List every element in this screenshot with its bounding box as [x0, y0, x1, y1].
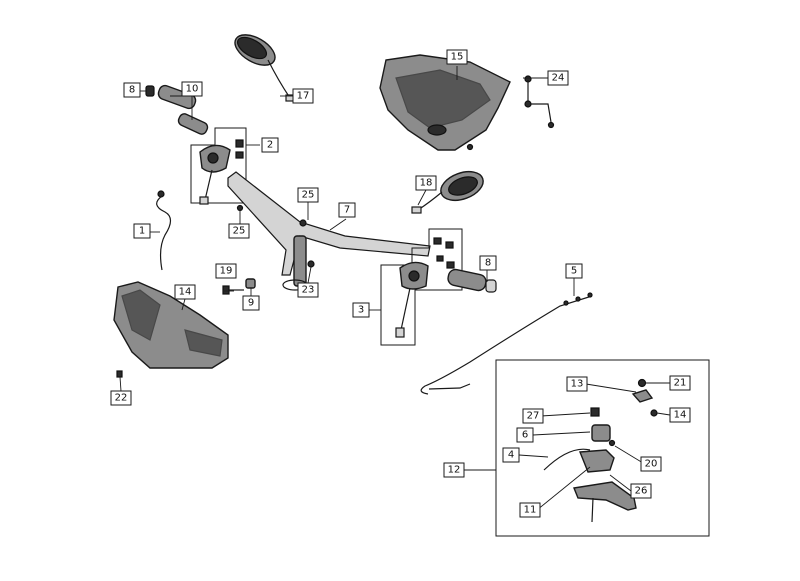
- brake-cable: [420, 292, 593, 395]
- callout-12: 12: [443, 462, 465, 478]
- callout-5: 5: [565, 263, 583, 279]
- callout-13: 13: [566, 376, 588, 392]
- svg-text:22: 22: [115, 393, 128, 404]
- mirror-right: [411, 170, 484, 214]
- svg-text:26: 26: [635, 486, 648, 497]
- callout-21: 21: [669, 375, 691, 391]
- callout-26: 26: [630, 483, 652, 499]
- callout-18: 18: [415, 175, 437, 191]
- svg-text:3: 3: [358, 305, 364, 316]
- svg-text:11: 11: [524, 505, 537, 516]
- svg-text:20: 20: [645, 459, 658, 470]
- callout-22: 22: [110, 390, 132, 406]
- callout-11: 11: [519, 502, 541, 518]
- svg-text:25: 25: [233, 226, 246, 237]
- svg-text:10: 10: [186, 84, 199, 95]
- screw-25: [236, 204, 307, 227]
- callout-9: 9: [242, 295, 260, 311]
- svg-text:4: 4: [508, 450, 514, 461]
- switch-assembly-right: [380, 228, 463, 346]
- upper-handlebar-cover: [379, 54, 511, 151]
- leader-lines: [119, 66, 671, 511]
- callout-labels: 8 10 17 2 15 24 1 25 25 7 18 8 5 19 9 23…: [110, 49, 691, 518]
- throttle-cable: [156, 190, 172, 271]
- callout-14: 14: [669, 407, 691, 423]
- callout-4: 4: [502, 447, 520, 463]
- svg-text:13: 13: [571, 379, 584, 390]
- mirror-left: [234, 34, 297, 102]
- callout-3: 3: [352, 302, 370, 318]
- cover-screws: [524, 75, 555, 129]
- svg-text:25: 25: [302, 190, 315, 201]
- svg-text:18: 18: [420, 178, 433, 189]
- callout-7: 7: [338, 202, 356, 218]
- callout-10: 10: [181, 81, 203, 97]
- svg-text:21: 21: [674, 378, 687, 389]
- svg-text:24: 24: [552, 73, 565, 84]
- callout-8b: 8: [479, 255, 497, 271]
- callout-27: 27: [522, 408, 544, 424]
- callout-17: 17: [292, 88, 314, 104]
- callout-1: 1: [133, 223, 151, 239]
- svg-text:19: 19: [220, 266, 233, 277]
- handlebar: [227, 171, 431, 291]
- svg-text:9: 9: [248, 298, 254, 309]
- svg-text:8: 8: [485, 258, 491, 269]
- bolt-and-nut: [222, 278, 256, 295]
- callout-15: 14: [174, 284, 196, 300]
- svg-text:17: 17: [297, 91, 310, 102]
- svg-text:1: 1: [139, 226, 145, 237]
- svg-text:15: 15: [451, 52, 464, 63]
- svg-text:27: 27: [527, 411, 540, 422]
- svg-text:12: 12: [448, 465, 461, 476]
- callout-20: 20: [640, 456, 662, 472]
- svg-text:7: 7: [344, 205, 350, 216]
- callout-23: 23: [297, 282, 319, 298]
- brake-detail-frame: [495, 359, 710, 537]
- svg-text:23: 23: [302, 285, 315, 296]
- svg-text:6: 6: [522, 430, 528, 441]
- grip-right: [447, 268, 497, 293]
- callout-25a: 25: [297, 187, 319, 203]
- switch-assembly-left: [190, 127, 247, 205]
- callout-24: 24: [547, 70, 569, 86]
- callout-6: 6: [516, 427, 534, 443]
- svg-text:14: 14: [674, 410, 687, 421]
- front-handlebar-cover: [113, 281, 229, 378]
- svg-text:14: 14: [179, 287, 192, 298]
- svg-text:8: 8: [129, 85, 135, 96]
- callout-19: 19: [215, 263, 237, 279]
- callout-16: 15: [446, 49, 468, 65]
- callout-8a: 8: [123, 82, 141, 98]
- svg-text:2: 2: [267, 140, 273, 151]
- callout-25b: 25: [228, 223, 250, 239]
- svg-text:5: 5: [571, 266, 577, 277]
- callout-2: 2: [261, 137, 279, 153]
- brake-master-cylinder: [543, 378, 658, 523]
